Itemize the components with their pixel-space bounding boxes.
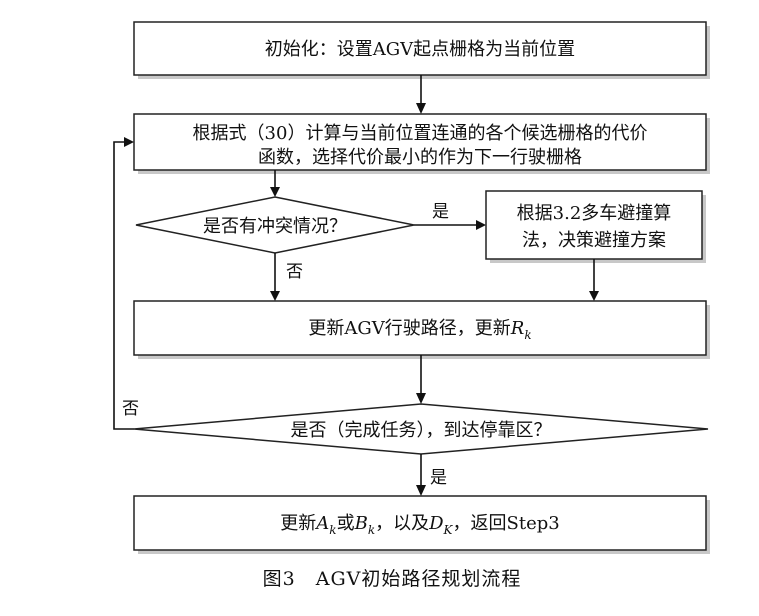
arrowhead-done-final [416, 485, 426, 496]
label-conflict-no: 否 [286, 262, 303, 282]
arrowhead-init-compute [416, 103, 426, 114]
final-sub3: K [443, 523, 454, 537]
arrowhead-conflict-update [270, 291, 280, 301]
init-node: 初始化：设置AGV起点栅格为当前位置 [133, 21, 710, 79]
label-done-yes: 是 [430, 468, 447, 488]
arrow-done-loop [113, 141, 134, 430]
update-path-node: 更新AGV行驶路径，更新Rk [133, 300, 710, 359]
final-var3: D [428, 513, 444, 534]
avoid-text-line1: 根据3.2多车避撞算 [517, 203, 672, 224]
final-node: 更新Ak或Bk，以及DK，返回Step3 [133, 495, 710, 554]
avoid-node: 根据3.2多车避撞算 法，决策避撞方案 [485, 190, 706, 263]
conflict-text: 是否有冲突情况？ [203, 216, 347, 237]
final-pre: 更新 [280, 513, 316, 534]
init-text: 初始化：设置AGV起点栅格为当前位置 [265, 39, 575, 60]
compute-text-line2: 函数，选择代价最小的作为下一行驶栅格 [258, 147, 582, 168]
compute-text-line1: 根据式（30）计算与当前位置连通的各个候选栅格的代价 [193, 123, 648, 144]
arrowhead-conflict-avoid [476, 220, 486, 230]
label-done-no: 否 [122, 399, 139, 419]
update-path-pre: 更新AGV行驶路径，更新 [308, 318, 510, 339]
final-sub1: k [329, 523, 336, 537]
arrowhead-done-loop [124, 137, 134, 147]
conflict-decision: 是否有冲突情况？ [135, 196, 415, 254]
final-post1: ，以及 [375, 513, 429, 534]
done-decision: 是否（完成任务），到达停靠区？ [133, 403, 709, 455]
label-conflict-yes: 是 [432, 202, 449, 222]
arrowhead-compute-conflict [270, 187, 280, 197]
final-var2: B [354, 513, 368, 534]
update-path-var: R [510, 318, 525, 339]
arrowhead-update-done [416, 393, 426, 404]
update-path-sub: k [524, 328, 531, 342]
final-text: 更新Ak或Bk，以及DK，返回Step3 [280, 513, 559, 537]
arrowhead-avoid-update [589, 291, 599, 301]
final-var1: A [314, 513, 329, 534]
figure-caption: 图3 AGV初始路径规划流程 [263, 568, 522, 590]
final-sub2: k [368, 523, 375, 537]
done-text: 是否（完成任务），到达停靠区？ [291, 420, 552, 441]
final-mid: 或 [337, 513, 355, 534]
compute-node: 根据式（30）计算与当前位置连通的各个候选栅格的代价 函数，选择代价最小的作为下… [133, 113, 710, 174]
final-post2: ，返回Step3 [453, 513, 560, 534]
update-path-text: 更新AGV行驶路径，更新Rk [308, 318, 531, 342]
avoid-text-line2: 法，决策避撞方案 [522, 230, 666, 251]
